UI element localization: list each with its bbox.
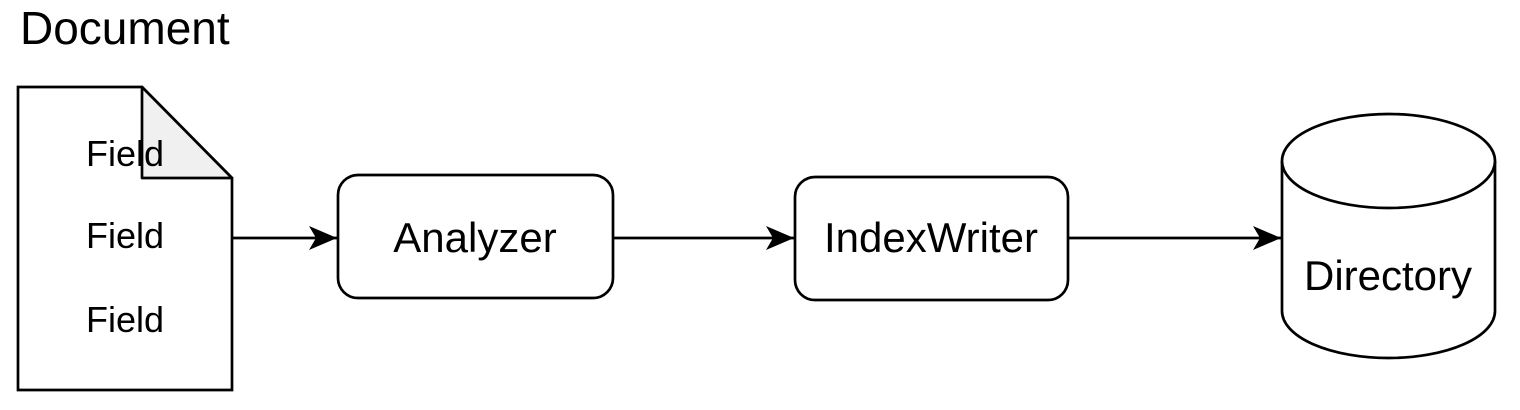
document-field-label: Field [86,215,164,256]
diagram-title: Document [20,2,230,54]
directory-cylinder-top [1280,112,1497,210]
directory-label: Directory [1304,252,1472,299]
analyzer-node [336,173,615,300]
document-fold-corner-icon [140,85,234,180]
document-field-label: Field [86,133,164,174]
document-field-label: Field [86,299,164,340]
directory-cylinder-body [1280,161,1497,360]
analyzer-label: Analyzer [393,214,556,261]
indexwriter-label: IndexWriter [824,214,1038,261]
